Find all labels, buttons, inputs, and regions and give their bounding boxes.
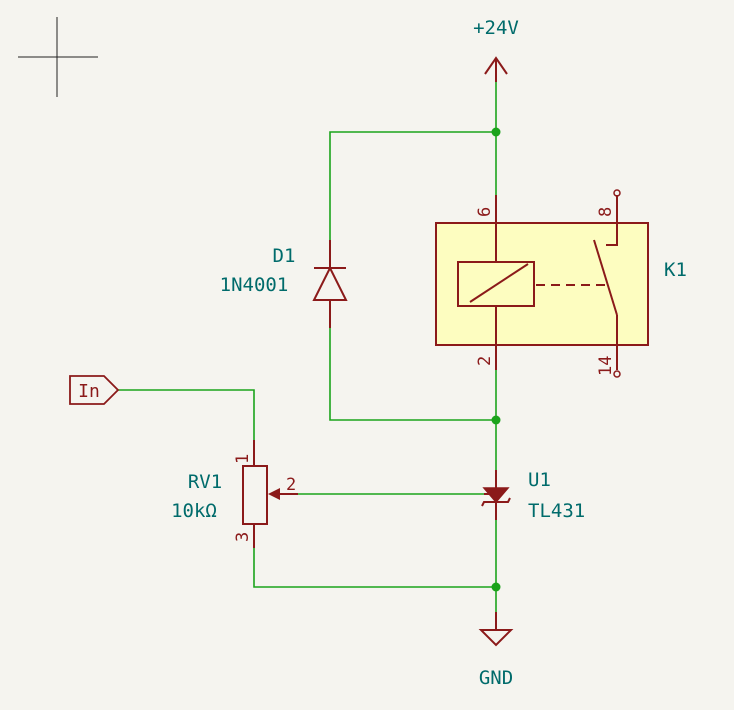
vcc-symbol[interactable]: +24V: [473, 17, 519, 82]
input-label[interactable]: In: [69, 375, 120, 405]
diode-ref: D1: [273, 245, 296, 267]
junction-dot: [491, 415, 501, 425]
junctions: [491, 127, 501, 592]
relay-pin-8: 8: [596, 207, 616, 217]
regulator-ref: U1: [528, 469, 551, 491]
junction-dot: [491, 582, 501, 592]
gnd-label: GND: [479, 667, 513, 689]
diode-value: 1N4001: [220, 274, 289, 296]
crosshair-cursor: [18, 17, 98, 97]
regulator-u1[interactable]: U1 TL431: [481, 469, 585, 522]
wire-pot-gnd: [253, 548, 496, 588]
relay-pin-2: 2: [475, 356, 495, 366]
wires: [118, 82, 497, 628]
relay-k1[interactable]: 6 2 8 14 K1: [435, 189, 687, 378]
junction-dot: [491, 127, 501, 137]
pot-pin-1: 1: [233, 454, 253, 464]
relay-coil: [457, 261, 535, 307]
pot-pin-3: 3: [233, 532, 253, 542]
pot-ref: RV1: [188, 471, 222, 493]
wire-diode-bottom: [329, 328, 496, 421]
vcc-label: +24V: [473, 17, 519, 39]
potentiometer-rv1[interactable]: 1 2 3 RV1 10kΩ: [171, 440, 298, 548]
relay-ref: K1: [664, 259, 687, 281]
regulator-value: TL431: [528, 500, 585, 522]
diode-d1[interactable]: D1 1N4001: [220, 240, 348, 328]
pot-value: 10kΩ: [171, 500, 217, 522]
gnd-symbol[interactable]: GND: [478, 612, 514, 689]
relay-pin-6: 6: [475, 207, 495, 217]
pot-pin-2: 2: [286, 475, 296, 495]
pot-body: [242, 465, 268, 525]
wire-diode-top: [329, 131, 496, 240]
input-label-text: In: [78, 381, 100, 402]
relay-pin-14: 14: [596, 356, 616, 376]
wire-input-pot: [118, 389, 255, 440]
